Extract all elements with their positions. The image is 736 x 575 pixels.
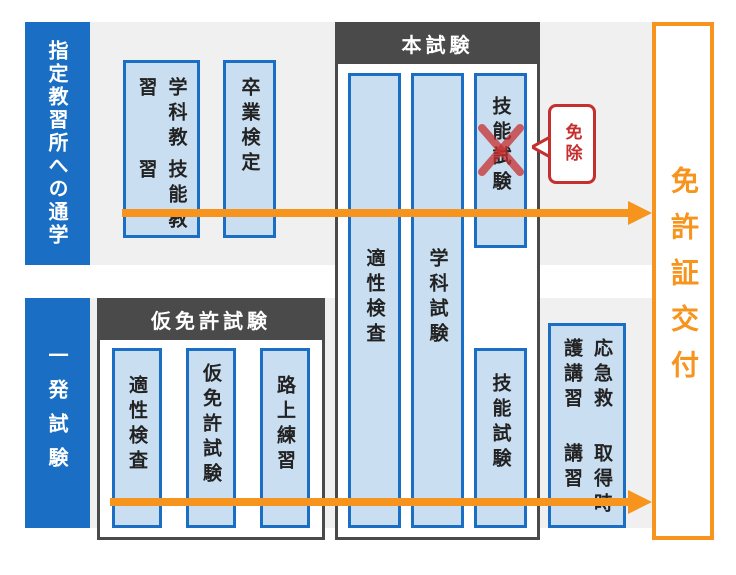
training-course-text: 取得時講習 応急救護講習 [557, 338, 617, 525]
main-exam-header: 本試験 [335, 22, 540, 64]
written-exam-box: 学科試験 [411, 73, 464, 528]
skill-exam-top-box: 技能試験 [474, 73, 527, 248]
aptitude-test-label: 適性検査 [363, 248, 386, 348]
exemption-bubble: 免除 [548, 104, 596, 184]
graduation-exam-label: 卒業検定 [238, 77, 261, 177]
acquisition-course-label: 取得時講習 [561, 442, 613, 518]
license-issuance-box: 免許証交付 [652, 22, 714, 540]
ginou-kyoushuu-label: 技能教習 [135, 159, 188, 234]
provisional-aptitude-label: 適性検査 [126, 375, 148, 475]
written-exam-label: 学科試験 [426, 248, 449, 348]
gakka-kyoushuu-label: 学科教習 [135, 77, 188, 152]
school-route-label: 指定教習所への通学 [25, 22, 90, 265]
school-route-arrowhead-icon [628, 201, 652, 225]
school-lessons-box: 技能教習 学科教習 [123, 60, 200, 238]
school-route-arrow-line [122, 209, 632, 217]
skill-exam-bottom-box: 技能試験 [474, 348, 527, 528]
direct-route-label: 一発試験 [25, 298, 90, 528]
provisional-exam-header: 仮免許試験 [97, 298, 325, 340]
road-practice-label: 路上練習 [274, 375, 296, 475]
aptitude-test-box: 適性検査 [348, 73, 401, 528]
graduation-exam-box: 卒業検定 [223, 60, 276, 238]
first-aid-course-label: 応急救護講習 [561, 338, 613, 413]
skill-exam-bottom-label: 技能試験 [489, 373, 512, 473]
direct-route-arrowhead-icon [628, 490, 652, 514]
provisional-license-exam-label: 仮免許試験 [200, 363, 222, 488]
exempted-cross-icon [478, 124, 524, 176]
direct-route-arrow-line [110, 498, 632, 506]
